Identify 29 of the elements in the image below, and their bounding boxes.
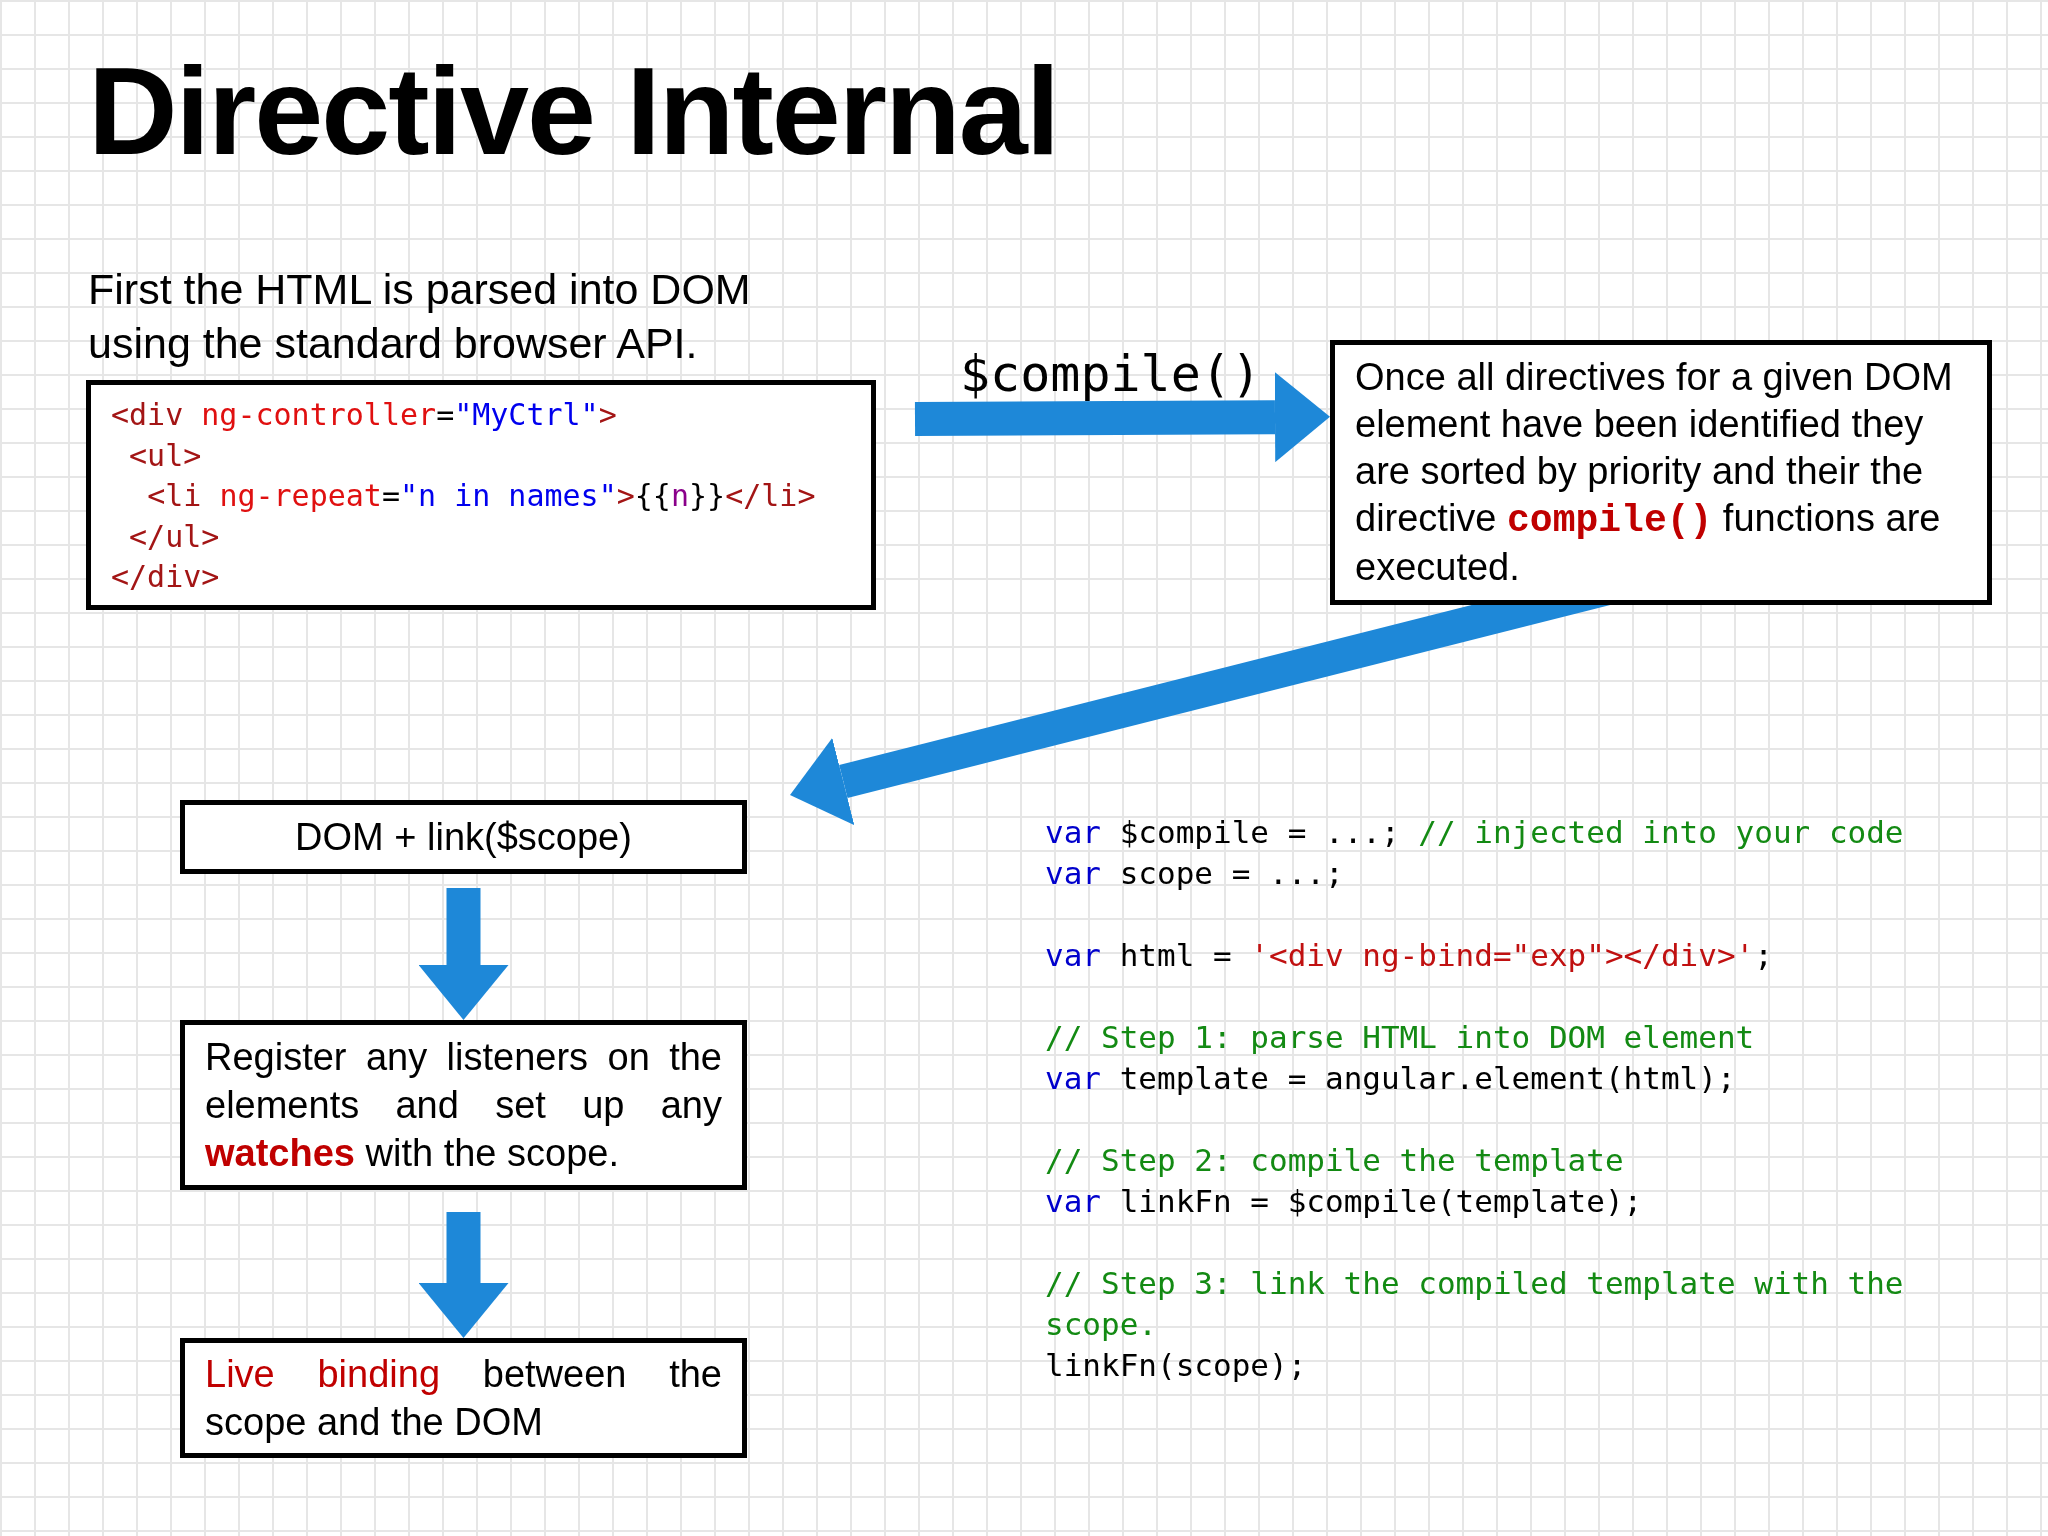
code-line: // Step 2: compile the template — [1045, 1141, 1625, 1180]
code-line: <ul> — [128, 436, 202, 475]
text-box — [180, 800, 747, 874]
box-text: Once all directives for a given DOM element have been identified they are sorted by priority and their the directive compile() functions are executed. — [1355, 355, 1954, 590]
title: Directive Internal — [88, 41, 1059, 182]
arrow — [914, 372, 1330, 463]
code-line: var html = '<div ng-bind="exp"></div>'; — [1045, 936, 1774, 975]
arrow — [418, 1212, 509, 1338]
box-text: Register any listeners on the elements and set up any watches with the scope. — [205, 1035, 722, 1176]
text-box — [180, 1338, 747, 1458]
code-line: var linkFn = $compile(template); — [1045, 1182, 1644, 1221]
code-line: </ul> — [128, 517, 220, 556]
caption-text: First the HTML is parsed into DOM using the standard browser API. — [88, 264, 752, 369]
code-line: // Step 3: link the compiled template with the scope. — [1045, 1264, 1905, 1344]
code-line: linkFn(scope); — [1045, 1346, 1308, 1385]
code-line: var template = angular.element(html); — [1045, 1059, 1737, 1098]
box-text: DOM + link($scope) — [294, 815, 633, 860]
arrow — [418, 888, 509, 1020]
text-box — [180, 1020, 747, 1190]
box-text: Live binding between the scope and the DOM — [205, 1352, 722, 1445]
edge-label: $compile() — [960, 344, 1262, 405]
code-line: <div ng-controller="MyCtrl"> — [111, 396, 617, 434]
code-line: var scope = ...; — [1045, 854, 1345, 893]
code-box — [86, 380, 876, 610]
text-box — [1330, 340, 1992, 605]
code-line: var $compile = ...; // injected into your code — [1045, 813, 1905, 852]
code-line: </div> — [111, 558, 220, 596]
code-line: // Step 1: parse HTML into DOM element — [1045, 1018, 1756, 1057]
code-line: <li ng-repeat="n in names">{{n}}</li> — [146, 477, 816, 515]
